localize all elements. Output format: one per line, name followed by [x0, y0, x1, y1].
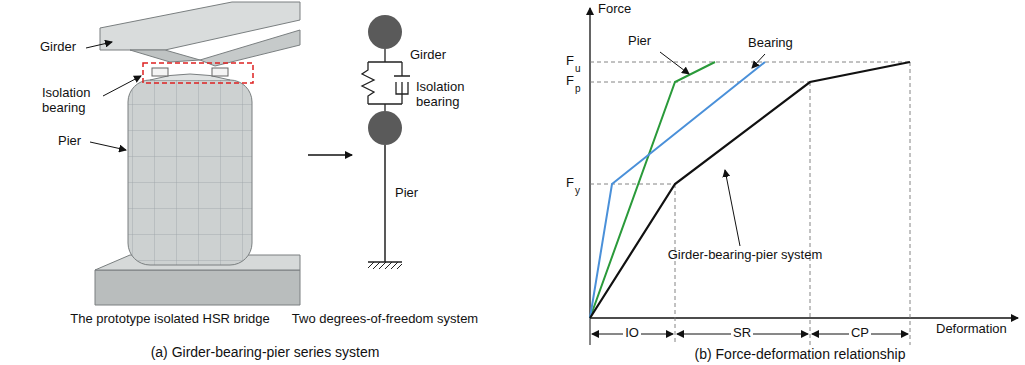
bridge-illustration — [86, 2, 300, 305]
part-label: Isolation bearing — [42, 86, 102, 116]
panel-caption: (a) Girder-bearing-pier series system — [151, 344, 380, 360]
force-deformation-chart — [590, 8, 1018, 345]
part-label: Pier — [58, 134, 81, 149]
part-label: Girder — [40, 40, 76, 55]
axis-label: Deformation — [936, 322, 1007, 337]
zone-label: IO — [623, 326, 641, 341]
curve-label: Pier — [628, 34, 651, 49]
figure-caption: Two degrees-of-freedom system — [292, 312, 478, 327]
part-label: Pier — [395, 186, 418, 201]
curve-label: Bearing — [748, 36, 793, 51]
part-label: Isolation bearing — [416, 80, 480, 110]
part-label: Girder — [410, 48, 446, 63]
zone-label: CP — [849, 326, 871, 341]
curve-label: Girder-bearing-pier system — [668, 248, 823, 263]
zone-label: SR — [731, 326, 753, 341]
axis-label: Force — [598, 2, 631, 17]
force-subscript: y — [575, 185, 580, 197]
force-symbol: F — [566, 74, 574, 89]
force-subscript: p — [575, 83, 581, 95]
force-subscript: u — [575, 63, 581, 75]
panel-caption: (b) Force-deformation relationship — [695, 346, 906, 362]
force-symbol: F — [566, 176, 574, 191]
two-dof-model — [362, 15, 410, 269]
force-symbol: F — [566, 54, 574, 69]
figure-caption: The prototype isolated HSR bridge — [70, 312, 269, 327]
